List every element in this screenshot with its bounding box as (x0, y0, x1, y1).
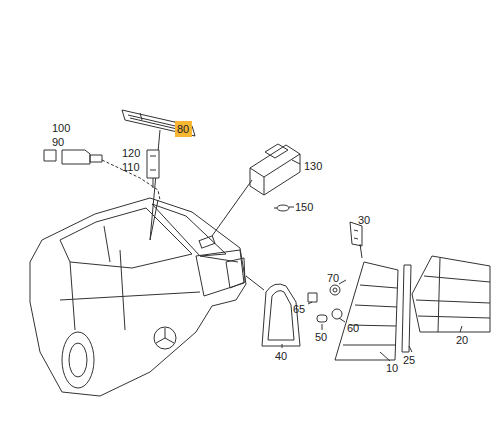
mercedes-emblem (154, 327, 176, 349)
callout-number: 100 (52, 122, 70, 134)
bulb (317, 315, 327, 322)
car-wheel (62, 332, 94, 388)
leader-line (212, 180, 252, 236)
leader-line (150, 200, 158, 240)
connector-housing (62, 150, 90, 164)
callout-number: 130 (304, 160, 322, 172)
car-body (30, 198, 246, 396)
leader-line (282, 160, 462, 361)
nut (330, 285, 340, 295)
gasket (262, 284, 300, 346)
car-tail-light (226, 258, 245, 288)
callout-number: 20 (456, 334, 468, 346)
mercedes-star (156, 328, 174, 343)
callout-number: 30 (358, 214, 370, 226)
callout-number: 10 (386, 362, 398, 374)
callout-number: 70 (327, 272, 339, 284)
trunk-lamp-housing (250, 145, 300, 195)
lamp-socket (147, 150, 159, 178)
callout-number: 120 (122, 147, 140, 159)
bulb-holder (332, 309, 342, 319)
car-door-lines (60, 226, 238, 330)
tail-light-segments (416, 258, 490, 332)
callout-number: 60 (347, 322, 359, 334)
car-trunk-lamp (199, 236, 215, 248)
highlight-callout: 80 (175, 121, 192, 137)
callout-number: 150 (295, 201, 313, 213)
bulb (277, 205, 289, 211)
callout-number: 25 (403, 354, 415, 366)
trim-strip (402, 265, 411, 352)
lamp-socket-detail (150, 156, 156, 188)
callout-number: 65 (293, 303, 305, 315)
car-wheel (69, 343, 87, 377)
callout-number: 40 (275, 350, 287, 362)
callout-number: 50 (315, 331, 327, 343)
gasket-inner (268, 291, 294, 340)
third-brake-light (122, 110, 195, 136)
tail-light-lens (335, 262, 398, 360)
connector-pin (90, 155, 102, 162)
connector-plug (44, 150, 56, 161)
tail-light-segments (343, 285, 397, 345)
trunk-lamp-detail (250, 144, 300, 195)
callout-number: 110 (122, 161, 140, 173)
nut (333, 288, 337, 292)
leader-line (246, 276, 264, 290)
callout-number: 80 (177, 123, 190, 135)
tail-light-lens (412, 256, 490, 332)
callout-number: 90 (52, 136, 64, 148)
car-trunk (196, 250, 244, 296)
leader-line (150, 130, 160, 240)
car-rear-window (152, 204, 226, 256)
car-side-window (60, 208, 192, 268)
bulb-base (274, 208, 277, 209)
bulb-holder (308, 293, 317, 302)
